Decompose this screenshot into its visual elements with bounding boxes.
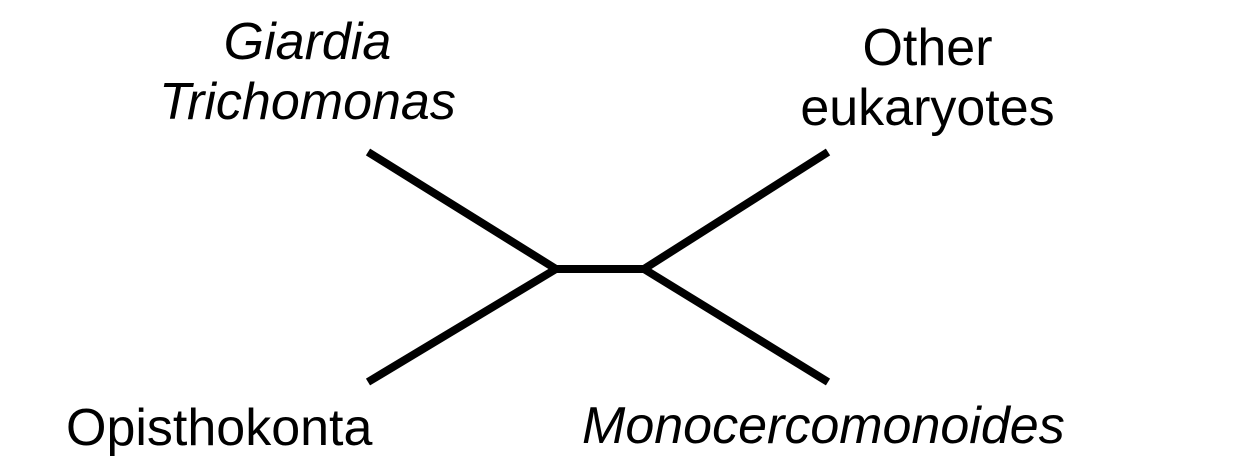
branch-giardia-trichomonas — [365, 148, 559, 273]
taxon-label-trichomonas: Trichomonas — [159, 73, 456, 131]
taxon-label-monocercomonoides: Monocercomonoides — [582, 396, 1207, 456]
taxon-label-giardia: Giardia — [223, 13, 392, 71]
taxon-label-other: Other — [862, 19, 993, 77]
branch-opisthokonta — [365, 265, 559, 386]
taxon-label-opisthokonta-text: Opisthokonta — [66, 399, 373, 457]
branch-monocercomonoides — [641, 265, 831, 386]
taxon-label-eukaryotes: eukaryotes — [800, 79, 1055, 137]
branch-other-eukaryotes — [641, 148, 831, 273]
taxon-label-opisthokonta: Opisthokonta — [66, 398, 466, 458]
taxon-label-other-eukaryotes: Other eukaryotes — [760, 18, 1095, 138]
taxon-label-giardia-trichomonas: Giardia Trichomonas — [120, 12, 495, 132]
taxon-label-monocercomonoides-text: Monocercomonoides — [582, 397, 1065, 455]
